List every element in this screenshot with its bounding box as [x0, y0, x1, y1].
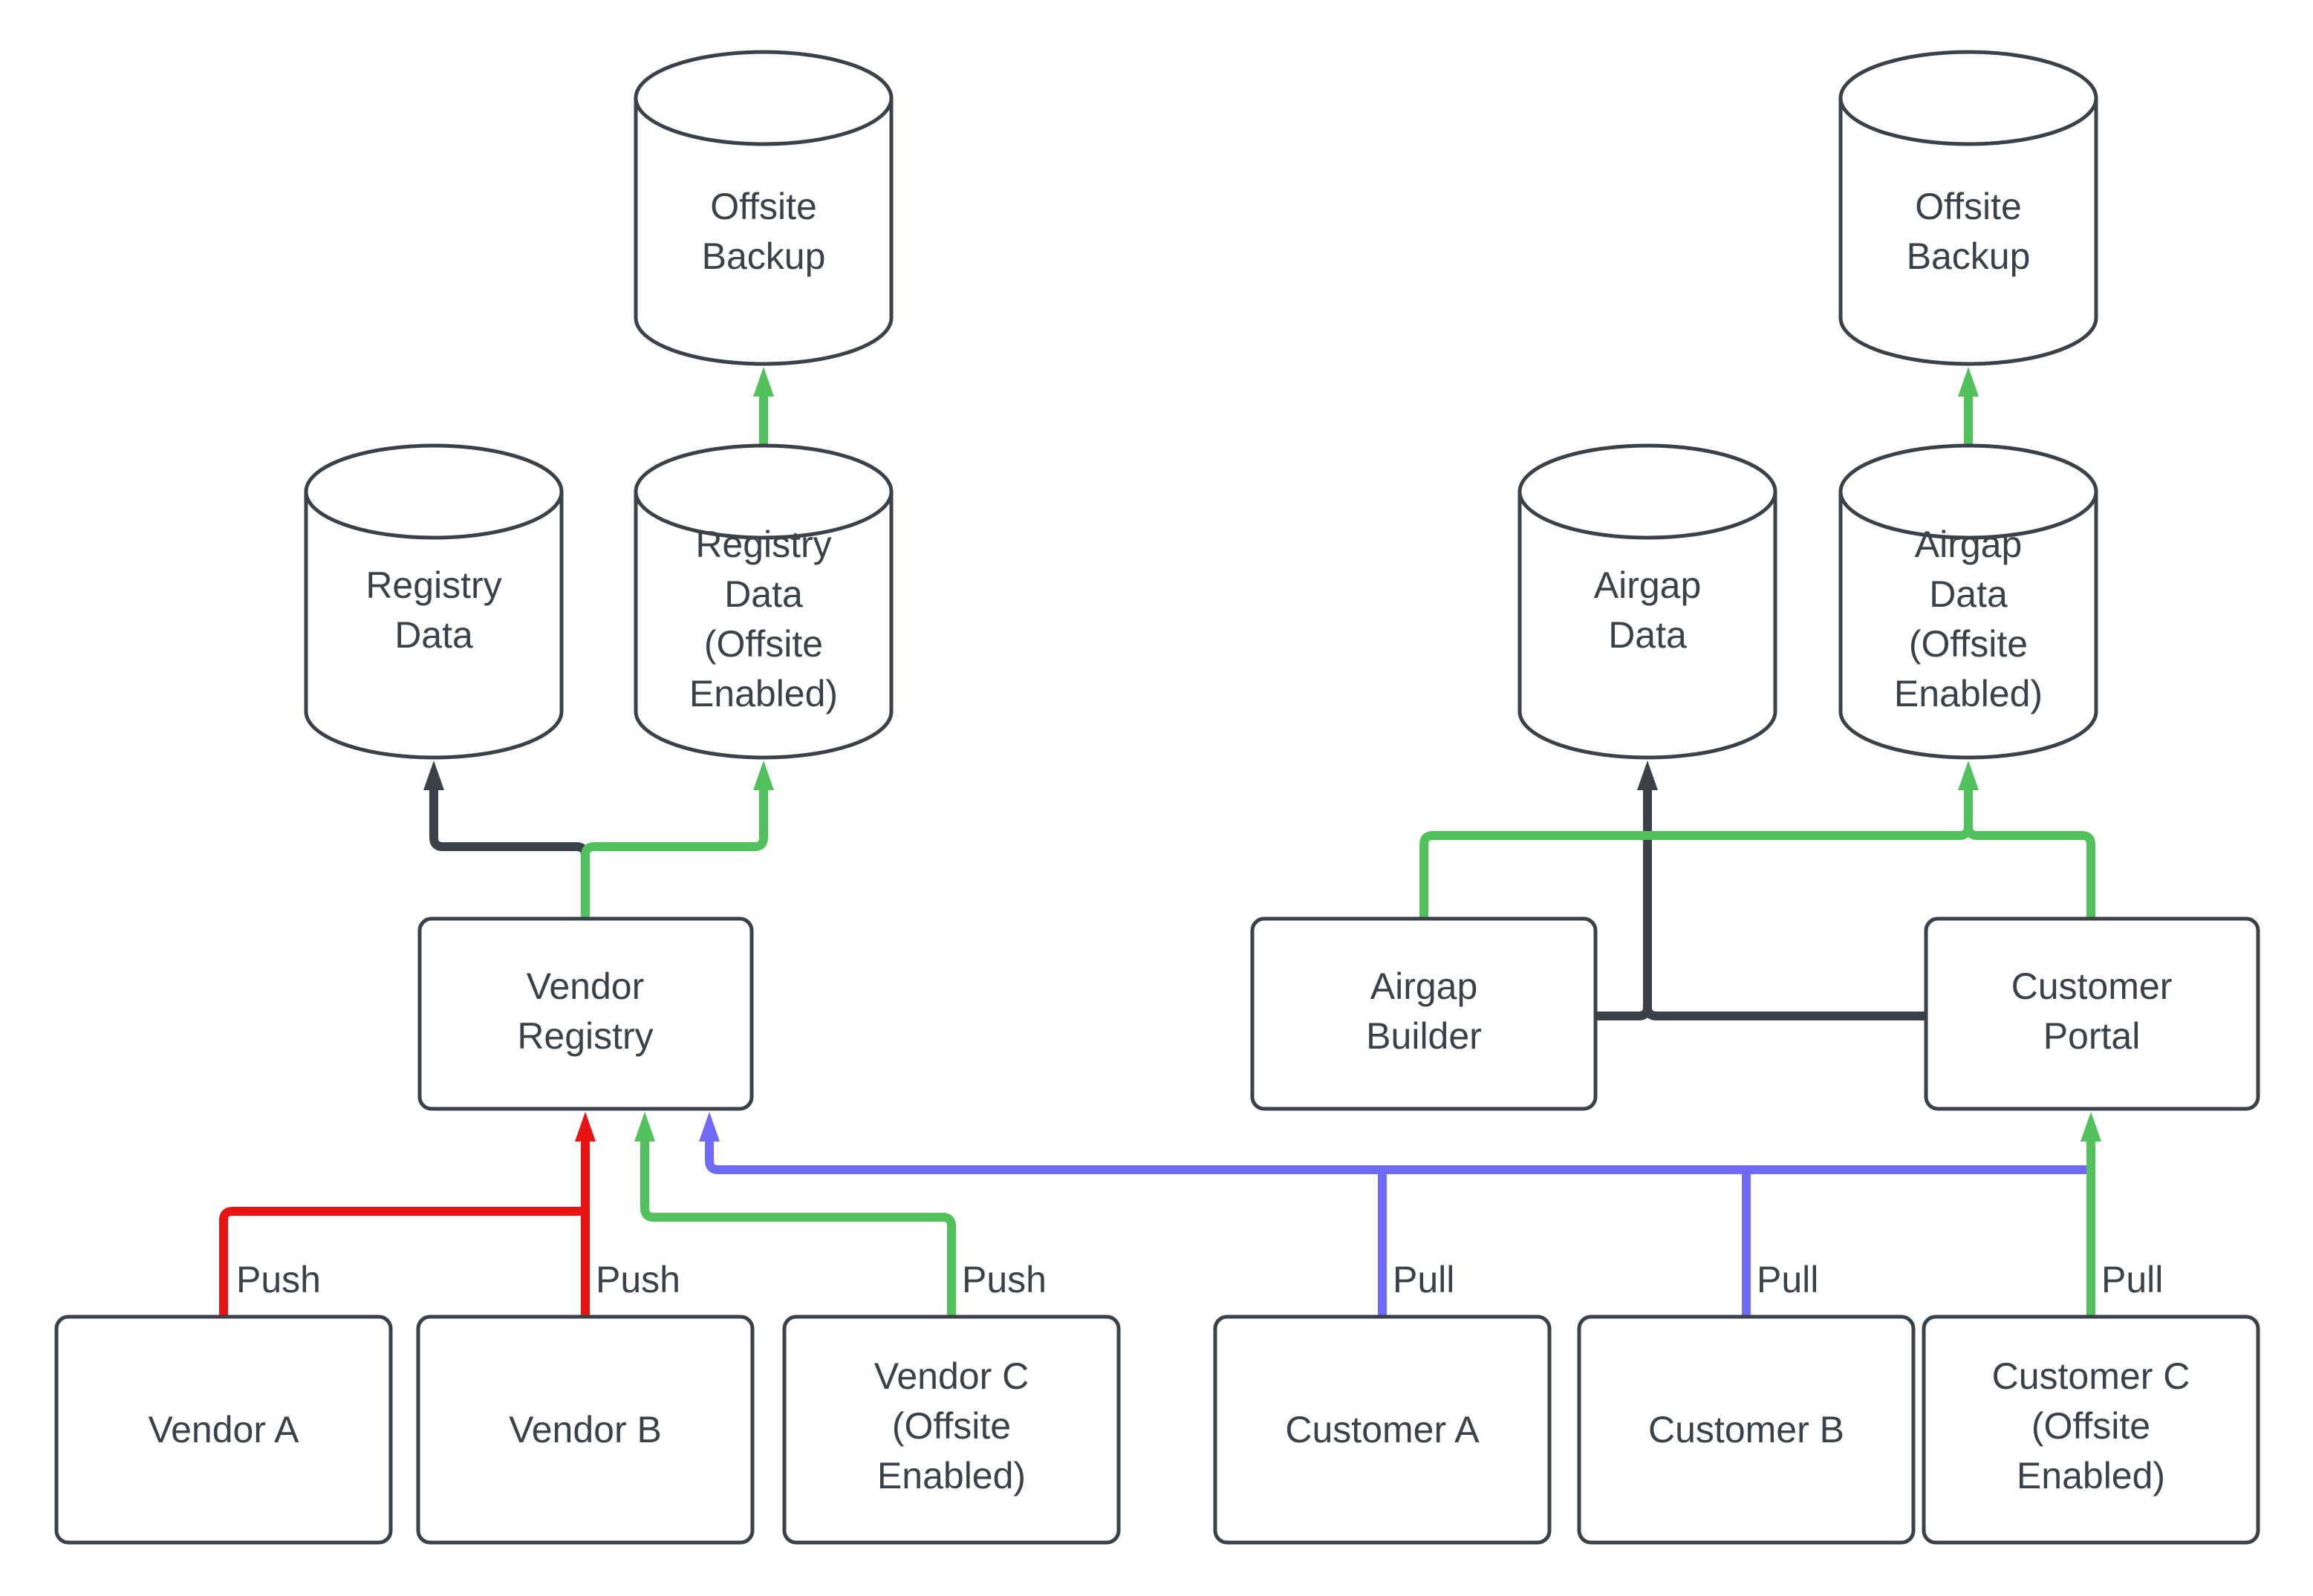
arrowhead-into-registry-data [423, 760, 444, 790]
box-vendor-a: Vendor A [54, 1315, 393, 1545]
cylinder-top [634, 443, 894, 540]
push-label-vendor-b: Push [596, 1259, 680, 1300]
edge-airgap-builder-to-airgap-data [1595, 790, 1652, 1020]
vendor-c-label: (Offsite [892, 1405, 1011, 1447]
cylinder-top [304, 443, 564, 540]
offsite-backup-left-label: Backup [702, 235, 826, 277]
cylinder-registry-data: Registry Data [304, 443, 564, 760]
arrowhead-into-offsite-backup-right [1958, 367, 1979, 397]
airgap-builder-label: Builder [1366, 1015, 1482, 1057]
box-rect [1924, 916, 2260, 1111]
cylinder-registry-data-offsite: Registry Data (Offsite Enabled) [634, 443, 894, 760]
airgap-data-label: Data [1608, 614, 1687, 656]
offsite-backup-right-label: Offsite [1915, 186, 2022, 227]
pull-label-customer-a: Pull [1393, 1259, 1454, 1300]
box-rect [417, 916, 754, 1111]
cylinder-body [1517, 492, 1777, 760]
customer-portal-label: Customer [2011, 965, 2173, 1007]
arrowhead-into-airgap-data-offsite [1958, 760, 1979, 790]
vendor-registry-label: Registry [517, 1015, 653, 1057]
edge-vendor-c-push [640, 1141, 956, 1317]
pull-label-customer-c: Pull [2101, 1259, 2163, 1300]
box-rect [782, 1315, 1121, 1545]
cylinder-top [634, 50, 894, 146]
cylinder-offsite-backup-right: Offsite Backup [1838, 50, 2098, 366]
edge-pull-trunk-to-vendor-registry [705, 1141, 2086, 1174]
cylinder-top [1517, 443, 1777, 540]
registry-data-offsite-label: Registry [695, 524, 831, 565]
registry-data-label: Registry [365, 564, 501, 606]
arrowhead-into-offsite-backup-left [753, 367, 774, 397]
customer-portal-label: Portal [2043, 1015, 2141, 1057]
cylinder-body [1838, 98, 2098, 366]
cylinder-top [1838, 50, 2098, 146]
airgap-data-offsite-label: Enabled) [1894, 673, 2043, 714]
cylinder-offsite-backup-left: Offsite Backup [634, 50, 894, 366]
registry-data-offsite-label: (Offsite [704, 623, 823, 665]
box-customer-b: Customer B [1577, 1315, 1916, 1545]
registry-data-label: Data [394, 614, 473, 656]
edge-labels: Push Push Push Pull Pull Pull [236, 1259, 2163, 1300]
customer-b-label: Customer B [1648, 1409, 1844, 1450]
box-customer-portal: Customer Portal [1924, 916, 2260, 1111]
arrowhead-push-into-vendor-registry [575, 1112, 596, 1141]
box-vendor-b: Vendor B [416, 1315, 755, 1545]
cylinder-airgap-data: Airgap Data [1517, 443, 1777, 760]
arrowhead-into-registry-data-offsite [753, 760, 774, 790]
customer-c-label: Customer C [1992, 1355, 2190, 1397]
vendor-a-label: Vendor A [149, 1409, 300, 1450]
edge-customer-portal-to-airgap-data-offsite [1964, 824, 2095, 919]
edges [219, 367, 2101, 1317]
cylinder-airgap-data-offsite: Airgap Data (Offsite Enabled) [1838, 443, 2098, 760]
airgap-data-offsite-label: (Offsite [1909, 623, 2028, 665]
arrowhead-pull-into-customer-portal [2081, 1112, 2101, 1141]
box-vendor-registry: Vendor Registry [417, 916, 754, 1111]
vendor-registry-label: Vendor [527, 965, 644, 1007]
edge-vendor-registry-to-registry-data-offsite [581, 790, 768, 919]
pull-label-customer-b: Pull [1757, 1259, 1818, 1300]
edge-airgap-builder-to-airgap-data-offsite [1419, 790, 1973, 919]
cylinder-body [634, 492, 894, 760]
box-rect [1577, 1315, 1916, 1545]
airgap-data-offsite-label: Data [1929, 573, 2008, 615]
cylinder-body [304, 492, 564, 760]
vendor-b-label: Vendor B [509, 1409, 662, 1450]
box-rect [54, 1315, 393, 1545]
arrowhead-into-airgap-data [1637, 760, 1658, 790]
box-rect [1250, 916, 1598, 1111]
vendor-c-label: Enabled) [877, 1455, 1026, 1496]
box-rect [1922, 1315, 2260, 1545]
edge-customer-portal-to-airgap-data [1643, 891, 1926, 1020]
arrowhead-push-offsite-into-vendor-registry [634, 1112, 655, 1141]
registry-data-offsite-label: Data [724, 573, 803, 615]
airgap-data-label: Airgap [1594, 564, 1702, 606]
box-rect [1213, 1315, 1552, 1545]
registry-data-offsite-label: Enabled) [689, 673, 838, 714]
offsite-backup-right-label: Backup [1907, 235, 2031, 277]
vendor-c-label: Vendor C [874, 1355, 1029, 1397]
box-airgap-builder: Airgap Builder [1250, 916, 1598, 1111]
customer-a-label: Customer A [1285, 1409, 1480, 1450]
edge-vendor-registry-to-registry-data [429, 790, 590, 919]
push-label-vendor-c: Push [962, 1259, 1047, 1300]
offsite-backup-left-label: Offsite [710, 186, 817, 227]
box-customer-a: Customer A [1213, 1315, 1552, 1545]
push-label-vendor-a: Push [236, 1259, 321, 1300]
edge-vendor-a-push [219, 1207, 581, 1317]
airgap-data-offsite-label: Airgap [1915, 524, 2023, 565]
cylinder-body [634, 98, 894, 366]
box-rect [416, 1315, 755, 1545]
customer-c-label: Enabled) [2017, 1455, 2165, 1496]
arrowhead-pull-into-vendor-registry [699, 1112, 720, 1141]
cylinder-top [1838, 443, 2098, 540]
box-customer-c: Customer C (Offsite Enabled) [1922, 1315, 2260, 1545]
cylinder-body [1838, 492, 2098, 760]
airgap-builder-label: Airgap [1370, 965, 1478, 1007]
box-vendor-c: Vendor C (Offsite Enabled) [782, 1315, 1121, 1545]
customer-c-label: (Offsite [2031, 1405, 2150, 1447]
